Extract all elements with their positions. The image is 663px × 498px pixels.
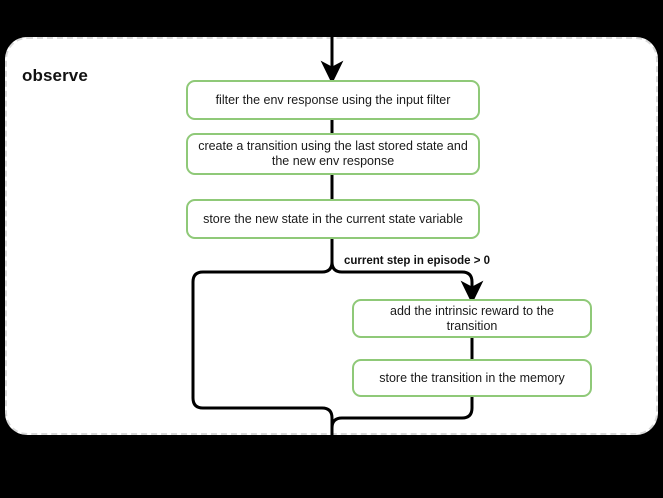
node-filter-env-response[interactable]: filter the env response using the input … — [186, 80, 480, 120]
node-create-transition[interactable]: create a transition using the last store… — [186, 133, 480, 175]
group-title: observe — [22, 66, 88, 85]
edge-condition-label: current step in episode > 0 — [344, 255, 491, 267]
node-store-transition-memory[interactable]: store the transition in the memory — [352, 359, 592, 397]
node-store-new-state[interactable]: store the new state in the current state… — [186, 199, 480, 239]
node-add-intrinsic-reward[interactable]: add the intrinsic reward to the transiti… — [352, 299, 592, 338]
